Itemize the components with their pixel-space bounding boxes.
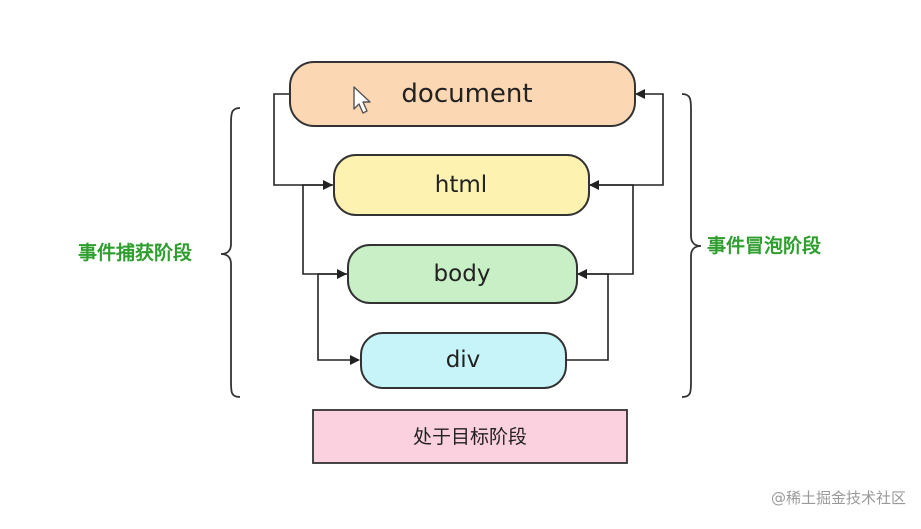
node-html-label: html [435,172,487,198]
target-phase-label: 处于目标阶段 [413,426,527,448]
capture-phase-label: 事件捕获阶段 [78,241,193,264]
node-body[interactable]: body [347,244,578,304]
bubble-phase-brace [681,93,702,398]
node-body-label: body [434,261,491,287]
bubble-phase-label: 事件冒泡阶段 [707,234,822,257]
capture-phase-brace [220,107,241,398]
mouse-pointer-icon [353,86,371,114]
node-document[interactable]: document [289,61,636,127]
watermark-text: @稀土掘金技术社区 [771,489,906,507]
capture-arrow-body-div [317,273,360,365]
node-html[interactable]: html [333,154,590,216]
node-div-label: div [446,347,481,373]
target-phase-box: 处于目标阶段 [312,409,628,464]
node-div[interactable]: div [360,332,567,389]
bubble-arrow-html-document [588,89,664,186]
node-document-label: document [401,79,532,109]
